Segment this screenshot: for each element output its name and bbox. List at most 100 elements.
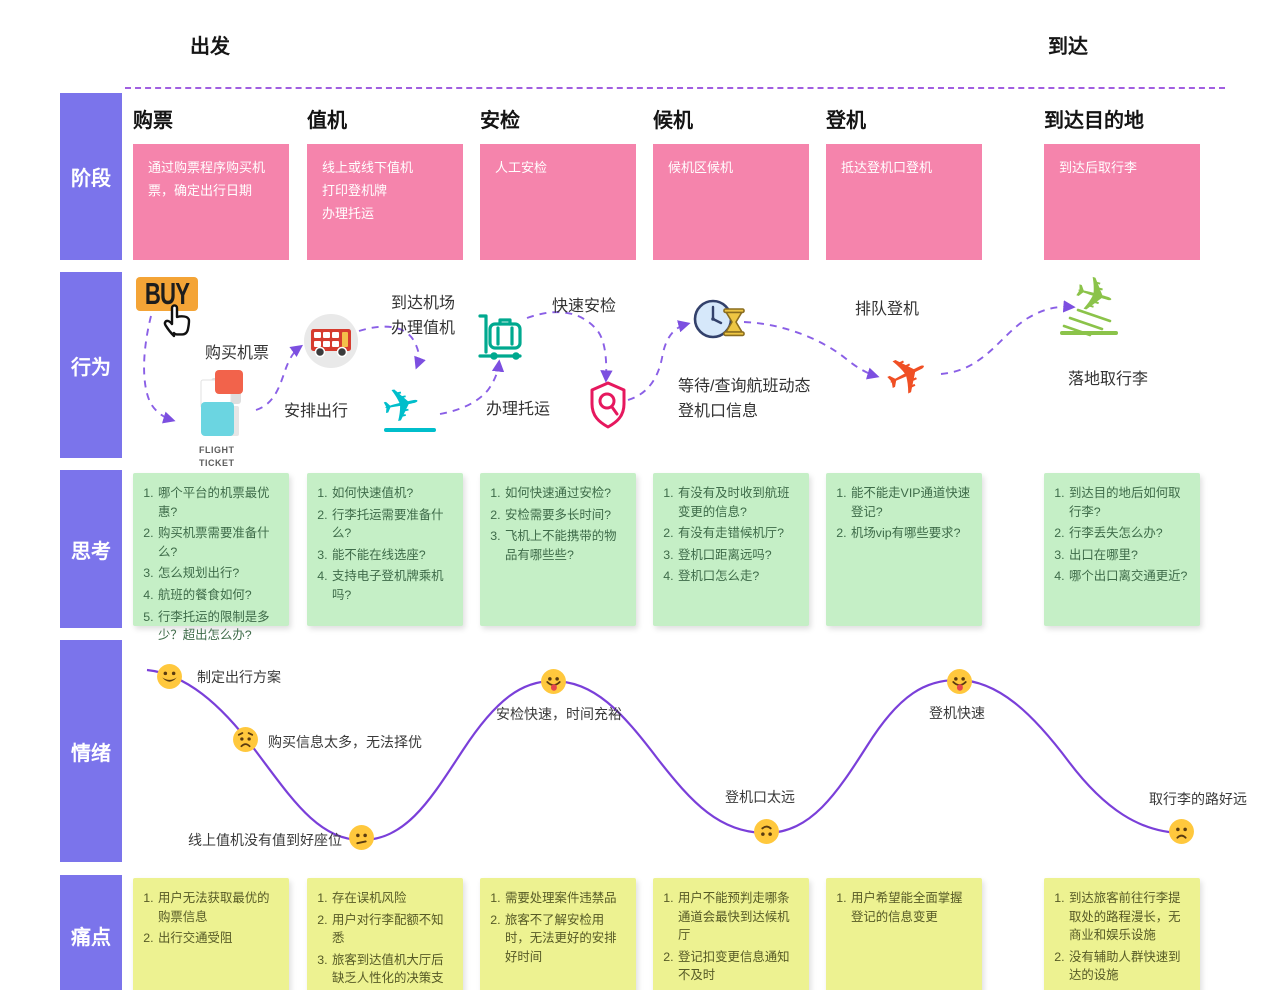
bus-icon[interactable]: [303, 313, 359, 369]
row-label-stage-text: 阶段: [71, 168, 111, 190]
thinking-note-boarding[interactable]: 能不能走VIP通道快速登记? 机场vip有哪些要求?: [826, 473, 982, 626]
flight-ticket-icon[interactable]: [197, 368, 249, 442]
buy-button-icon[interactable]: BUY: [136, 277, 198, 311]
stage-card-checkin[interactable]: 线上或线下值机 打印登机牌 办理托运: [307, 144, 463, 260]
plane-landing-icon[interactable]: ✈: [1067, 263, 1122, 329]
stage-card-security[interactable]: 人工安检: [480, 144, 636, 260]
landing-ground-line: [1060, 331, 1118, 335]
list-item: 机场vip有哪些要求?: [850, 524, 974, 543]
row-label-emotion[interactable]: 情绪: [60, 640, 122, 862]
stage-card-boarding[interactable]: 抵达登机口登机: [826, 144, 982, 260]
pain-note-ticketing[interactable]: 用户无法获取最优的购票信息出行交通受阻: [133, 878, 289, 990]
pain-note-boarding[interactable]: 用户希望能全面掌握登记的信息变更: [826, 878, 982, 990]
list-item: 旅客到达值机大厅后缺乏人性化的决策支持和流程指引: [331, 951, 455, 990]
stage-card-waiting[interactable]: 候机区候机: [653, 144, 809, 260]
thinking-note-waiting[interactable]: 有没有及时收到航班变更的信息?有没有走错候机厅?登机口距离远吗?登机口怎么走?: [653, 473, 809, 626]
pain-note-security[interactable]: 需要处理案件违禁品旅客不了解安检用时，无法更好的安排好时间: [480, 878, 636, 990]
thinking-list: 如何快速通过安检?安检需要多长时间?飞机上不能携带的物品有哪些些?: [484, 484, 628, 564]
stage-header-ticketing: 购票: [133, 110, 173, 132]
list-item: 行李托运的限制是多少？超出怎么办?: [157, 608, 281, 645]
emoji-tongue-icon[interactable]: [540, 668, 567, 695]
emoji-tongue-icon[interactable]: [946, 668, 973, 695]
luggage-cart-icon[interactable]: [476, 312, 524, 362]
emoji-upside-down-icon[interactable]: [753, 818, 780, 845]
list-item: 能不能在线选座?: [331, 546, 455, 565]
list-item: 行李丢失怎么办?: [1068, 524, 1192, 543]
behavior-label-queue-boarding: 排队登机: [855, 301, 920, 318]
list-item: 如何快速值机?: [331, 484, 455, 503]
row-label-behavior[interactable]: 行为: [60, 272, 122, 458]
emotion-label-gate-far: 登机口太远: [725, 789, 795, 805]
behavior-label-arrive-airport: 到达机场 办理值机: [391, 295, 456, 337]
row-label-pain[interactable]: 痛点: [60, 875, 122, 990]
list-item: 登记扣变更信息通知不及时: [677, 948, 801, 985]
flight-ticket-caption: FLIGHT TICKET: [199, 445, 235, 469]
list-item: 有没有及时收到航班变更的信息?: [677, 484, 801, 521]
pain-note-arrival[interactable]: 到达旅客前往行李提取处的路程漫长，无商业和娱乐设施没有辅助人群快速到达的设施: [1044, 878, 1200, 990]
list-item: 支持电子登机牌乘机吗?: [331, 567, 455, 604]
emoji-confused-icon[interactable]: [348, 824, 375, 851]
pain-list: 需要处理案件违禁品旅客不了解安检用时，无法更好的安排好时间: [484, 889, 628, 966]
list-item: 行李托运需要准备什么?: [331, 506, 455, 543]
behavior-label-arrange-trip: 安排出行: [284, 403, 349, 420]
departure-title: 出发: [190, 36, 230, 58]
arrival-title: 到达: [1048, 36, 1088, 58]
plane-takeoff-icon[interactable]: ✈: [376, 374, 426, 436]
behavior-label-buy-ticket: 购买机票: [205, 345, 270, 362]
thinking-list: 哪个平台的机票最优惠?购买机票需要准备什么?怎么规划出行?航班的餐食如何?行李托…: [137, 484, 281, 645]
stage-card-arrival[interactable]: 到达后取行李: [1044, 144, 1200, 260]
emoji-grin-icon[interactable]: [156, 663, 183, 690]
pain-list: 用户不能预判走哪条通道会最快到达候机厅登记扣变更信息通知不及时: [657, 889, 801, 985]
row-label-stage[interactable]: 阶段: [60, 93, 122, 260]
thinking-note-security[interactable]: 如何快速通过安检?安检需要多长时间?飞机上不能携带的物品有哪些些?: [480, 473, 636, 626]
security-shield-icon[interactable]: [589, 381, 627, 429]
row-label-thinking[interactable]: 思考: [60, 470, 122, 628]
emotion-curve: [146, 668, 1187, 842]
thinking-list: 到达目的地后如何取行李?行李丢失怎么办?出口在哪里?哪个出口离交通更近?: [1048, 484, 1192, 586]
list-item: 能不能走VIP通道快速登记?: [850, 484, 974, 521]
list-item: 购买机票需要准备什么?: [157, 524, 281, 561]
pain-list: 用户希望能全面掌握登记的信息变更: [830, 889, 974, 926]
thinking-note-ticketing[interactable]: 哪个平台的机票最优惠?购买机票需要准备什么?怎么规划出行?航班的餐食如何?行李托…: [133, 473, 289, 642]
behavior-label-wait-info: 等待/查询航班动态 登机口信息: [678, 378, 811, 420]
list-item: 用户无法获取最优的购票信息: [157, 889, 281, 926]
stage-header-boarding: 登机: [826, 110, 866, 132]
thinking-list: 能不能走VIP通道快速登记? 机场vip有哪些要求?: [830, 484, 974, 543]
emotion-label-long-way-luggage: 取行李的路好远: [1149, 791, 1247, 807]
hand-cursor-icon[interactable]: [158, 296, 204, 342]
top-dashed-divider: [125, 87, 1225, 89]
clock-hourglass-icon[interactable]: [692, 296, 746, 350]
pain-note-checkin[interactable]: 存在误机风险用户对行李配额不知悉旅客到达值机大厅后缺乏人性化的决策支持和流程指引…: [307, 878, 463, 990]
list-item: 登机口距离远吗?: [677, 546, 801, 565]
plane-boarding-icon[interactable]: ✈: [875, 339, 941, 413]
list-item: 航班的餐食如何?: [157, 586, 281, 605]
behavior-label-checkin-luggage: 办理托运: [486, 401, 551, 418]
buy-button-text: BUY: [144, 276, 190, 311]
stage-header-checkin: 值机: [307, 110, 347, 132]
thinking-note-arrival[interactable]: 到达目的地后如何取行李?行李丢失怎么办?出口在哪里?哪个出口离交通更近?: [1044, 473, 1200, 626]
list-item: 哪个出口离交通更近?: [1068, 567, 1192, 586]
list-item: 没有辅助人群快速到达的设施: [1068, 948, 1192, 985]
list-item: 出行交通受阻: [157, 929, 281, 948]
thinking-list: 如何快速值机? 行李托运需要准备什么? 能不能在线选座? 支持电子登机牌乘机吗?: [311, 484, 455, 605]
pain-list: 存在误机风险用户对行李配额不知悉旅客到达值机大厅后缺乏人性化的决策支持和流程指引…: [311, 889, 455, 990]
stage-header-waiting: 候机: [653, 110, 693, 132]
emoji-frown-icon[interactable]: [1168, 818, 1195, 845]
list-item: 用户不能预判走哪条通道会最快到达候机厅: [677, 889, 801, 945]
emotion-label-fast-security: 安检快速，时间充裕: [496, 706, 622, 722]
emoji-anguished-icon[interactable]: [232, 726, 259, 753]
list-item: 旅客不了解安检用时，无法更好的安排好时间: [504, 911, 628, 967]
emotion-label-too-much-info: 购买信息太多，无法择优: [268, 734, 422, 750]
stage-header-security: 安检: [480, 110, 520, 132]
list-item: 怎么规划出行?: [157, 564, 281, 583]
pain-list: 用户无法获取最优的购票信息出行交通受阻: [137, 889, 281, 948]
behavior-label-fast-security: 快速安检: [552, 298, 617, 315]
list-item: 用户对行李配额不知悉: [331, 911, 455, 948]
list-item: 飞机上不能携带的物品有哪些些?: [504, 527, 628, 564]
list-item: 需要处理案件违禁品: [504, 889, 628, 908]
list-item: 安检需要多长时间?: [504, 506, 628, 525]
thinking-note-checkin[interactable]: 如何快速值机? 行李托运需要准备什么? 能不能在线选座? 支持电子登机牌乘机吗?: [307, 473, 463, 626]
pain-note-waiting[interactable]: 用户不能预判走哪条通道会最快到达候机厅登记扣变更信息通知不及时: [653, 878, 809, 990]
stage-card-ticketing[interactable]: 通过购票程序购买机票，确定出行日期: [133, 144, 289, 260]
pain-list: 到达旅客前往行李提取处的路程漫长，无商业和娱乐设施没有辅助人群快速到达的设施: [1048, 889, 1192, 985]
